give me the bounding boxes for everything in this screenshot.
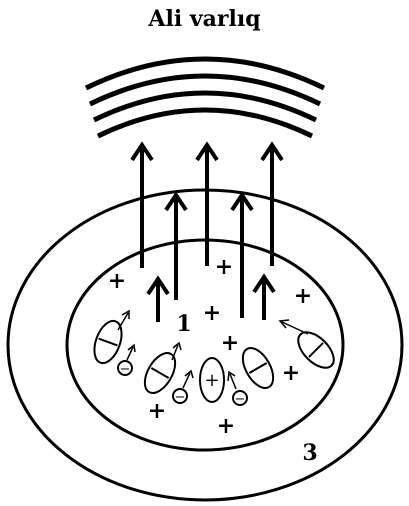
arrow-6 xyxy=(148,279,168,322)
upward-arrows xyxy=(132,145,282,322)
ion-3-minus: − xyxy=(235,392,246,407)
wave-arc-4 xyxy=(98,110,312,136)
plus-charge-2: + xyxy=(215,254,233,280)
wave-arc-3 xyxy=(94,93,316,120)
region-label-3: 3 xyxy=(302,440,317,466)
motion-arrow-2 xyxy=(127,345,135,360)
dipole-4 xyxy=(237,343,280,393)
motion-arrow-4 xyxy=(183,371,193,388)
motion-arrow-1 xyxy=(118,311,129,330)
plus-charge-7: + xyxy=(148,398,166,424)
plus-charge-4: + xyxy=(203,300,221,326)
wave-arc-2 xyxy=(90,76,320,104)
radiation-waves xyxy=(86,59,324,136)
ion-1-minus: − xyxy=(120,362,131,377)
arrow-5 xyxy=(262,145,282,266)
motion-arrow-6 xyxy=(280,320,308,334)
dipole-3-plus: + xyxy=(204,370,219,391)
arrow-3 xyxy=(197,145,217,266)
plus-charges: + + + + + + + + xyxy=(108,254,312,439)
region-label-1: 1 xyxy=(176,311,191,337)
arrow-7 xyxy=(254,277,274,320)
plus-charge-6: + xyxy=(282,360,300,386)
arrow-2 xyxy=(166,195,186,300)
inner-charge-symbols: + − − − xyxy=(120,362,246,407)
arrow-4 xyxy=(232,195,252,318)
motion-arrow-3 xyxy=(172,343,181,360)
plus-charge-1: + xyxy=(108,268,126,294)
ion-2-minus: − xyxy=(175,390,186,405)
plus-charge-3: + xyxy=(294,283,312,309)
motion-arrow-5 xyxy=(228,372,236,389)
plus-charge-8: + xyxy=(217,413,235,439)
plus-charge-5: + xyxy=(221,330,239,356)
